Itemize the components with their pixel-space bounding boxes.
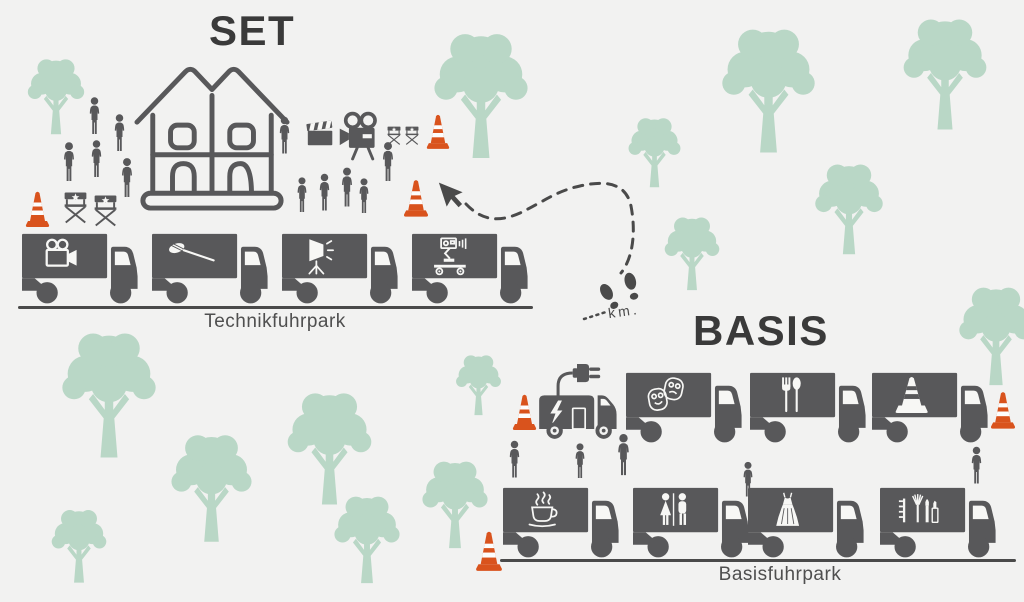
person [338,162,356,213]
traffic-cone-icon [402,176,430,222]
traffic-cone-icon [989,389,1017,433]
person [506,439,523,480]
person [294,176,310,214]
person [111,113,128,153]
truck-catering [750,372,868,447]
tree [48,508,110,584]
truck-boom-mic [152,233,270,308]
arrow-cursor-icon [435,175,471,215]
set-title: SET [209,7,296,54]
traffic-cone-icon [425,110,451,155]
person [60,142,78,182]
tree [453,353,504,417]
person [88,140,105,178]
tree [56,330,162,460]
technik-fleet-label: Technikfuhrpark [204,311,346,332]
film-camera-icon [337,110,381,162]
director-chair-icon [62,191,89,224]
basis-ground-line [500,559,1016,562]
traffic-cone-icon [474,530,504,574]
clapperboard-icon [306,118,335,148]
tree [330,495,404,584]
truck-theater-masks [626,372,744,447]
house-icon [131,56,293,212]
basis-title: BASIS [693,307,829,354]
person [356,177,372,215]
person [614,430,633,480]
director-chair-icon [92,194,119,227]
truck-costume [748,487,866,562]
truck-camera-dolly [412,233,530,308]
truck-film-camera [22,233,140,308]
truck-makeup [880,487,998,562]
tree [661,216,723,291]
basis-fleet-label: Basisfuhrpark [718,564,842,585]
person [968,445,985,486]
traffic-cone-icon [24,190,51,230]
person [316,172,333,213]
technik-ground-line [18,306,533,309]
director-chair-icon [404,123,420,148]
tree [625,117,684,188]
person [86,97,103,135]
truck-coffee [503,487,621,562]
tree [282,390,377,507]
tree [953,286,1024,386]
tree [716,27,821,154]
tree [898,17,992,131]
truck-traffic-safety [872,372,990,447]
person [276,115,293,156]
person [572,441,588,481]
power-plug-icon [539,364,616,439]
truck-restroom [633,487,751,562]
truck-studio-light [282,233,400,308]
tree [24,57,88,136]
tree [166,432,257,544]
person [379,139,397,185]
tree [810,163,888,255]
generator-van [534,362,620,446]
person [118,157,136,199]
